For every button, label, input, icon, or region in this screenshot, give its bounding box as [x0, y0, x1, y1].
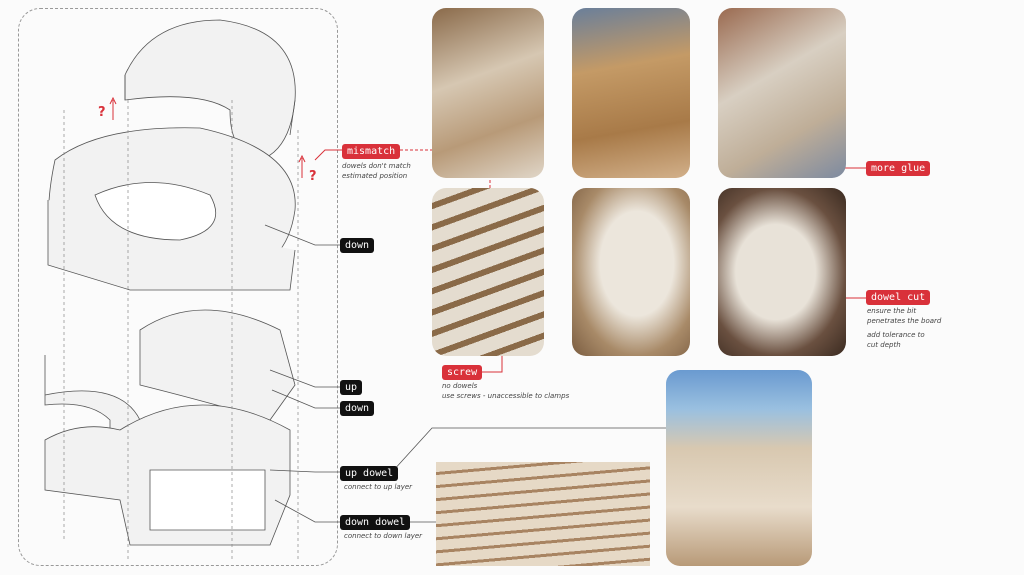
mismatch-note: dowels don't match estimated position: [342, 161, 411, 181]
more-glue-tag: more glue: [866, 161, 931, 176]
dowel-cut-tag: dowel cut: [866, 290, 931, 305]
photo-screw: [432, 188, 544, 356]
screw-note-line: no dowels: [442, 382, 478, 390]
photo-more-glue: [718, 8, 846, 178]
screw-tag: screw: [442, 365, 483, 380]
photo-drilling: [572, 8, 690, 178]
photo-down-dowel: [666, 370, 812, 566]
photo-mismatch-dowel: [432, 8, 544, 178]
down-tag-2: down: [340, 401, 375, 416]
up-tag: up: [340, 380, 363, 395]
screw-note-line: use screws - unaccessible to clamps: [442, 392, 570, 400]
screw-note: no dowels use screws - unaccessible to c…: [442, 381, 569, 401]
dowel-cut-note-line: ensure the bit: [867, 307, 917, 315]
mismatch-note-line: estimated position: [342, 172, 408, 180]
mismatch-note-line: dowels don't match: [342, 162, 411, 170]
up-dowel-note: connect to up layer: [344, 483, 413, 491]
up-dowel-tag: up dowel: [340, 466, 399, 481]
dowel-cut-note-line: penetrates the board: [867, 317, 942, 325]
photo-dowel-cut: [718, 188, 846, 356]
dowel-cut-note-line: add tolerance to: [867, 331, 925, 339]
photo-board-holes: [572, 188, 690, 356]
photo-up-dowel: [436, 462, 650, 566]
question-mark-2: ?: [309, 169, 317, 184]
dowel-cut-note: ensure the bit penetrates the board add …: [867, 306, 941, 350]
question-mark-1: ?: [98, 105, 106, 120]
down-dowel-tag: down dowel: [340, 515, 411, 530]
down-dowel-note: connect to down layer: [344, 532, 423, 540]
mismatch-tag: mismatch: [342, 144, 401, 159]
dowel-cut-note-line: cut depth: [867, 341, 901, 349]
model-frame: [18, 8, 338, 566]
down-tag: down: [340, 238, 375, 253]
